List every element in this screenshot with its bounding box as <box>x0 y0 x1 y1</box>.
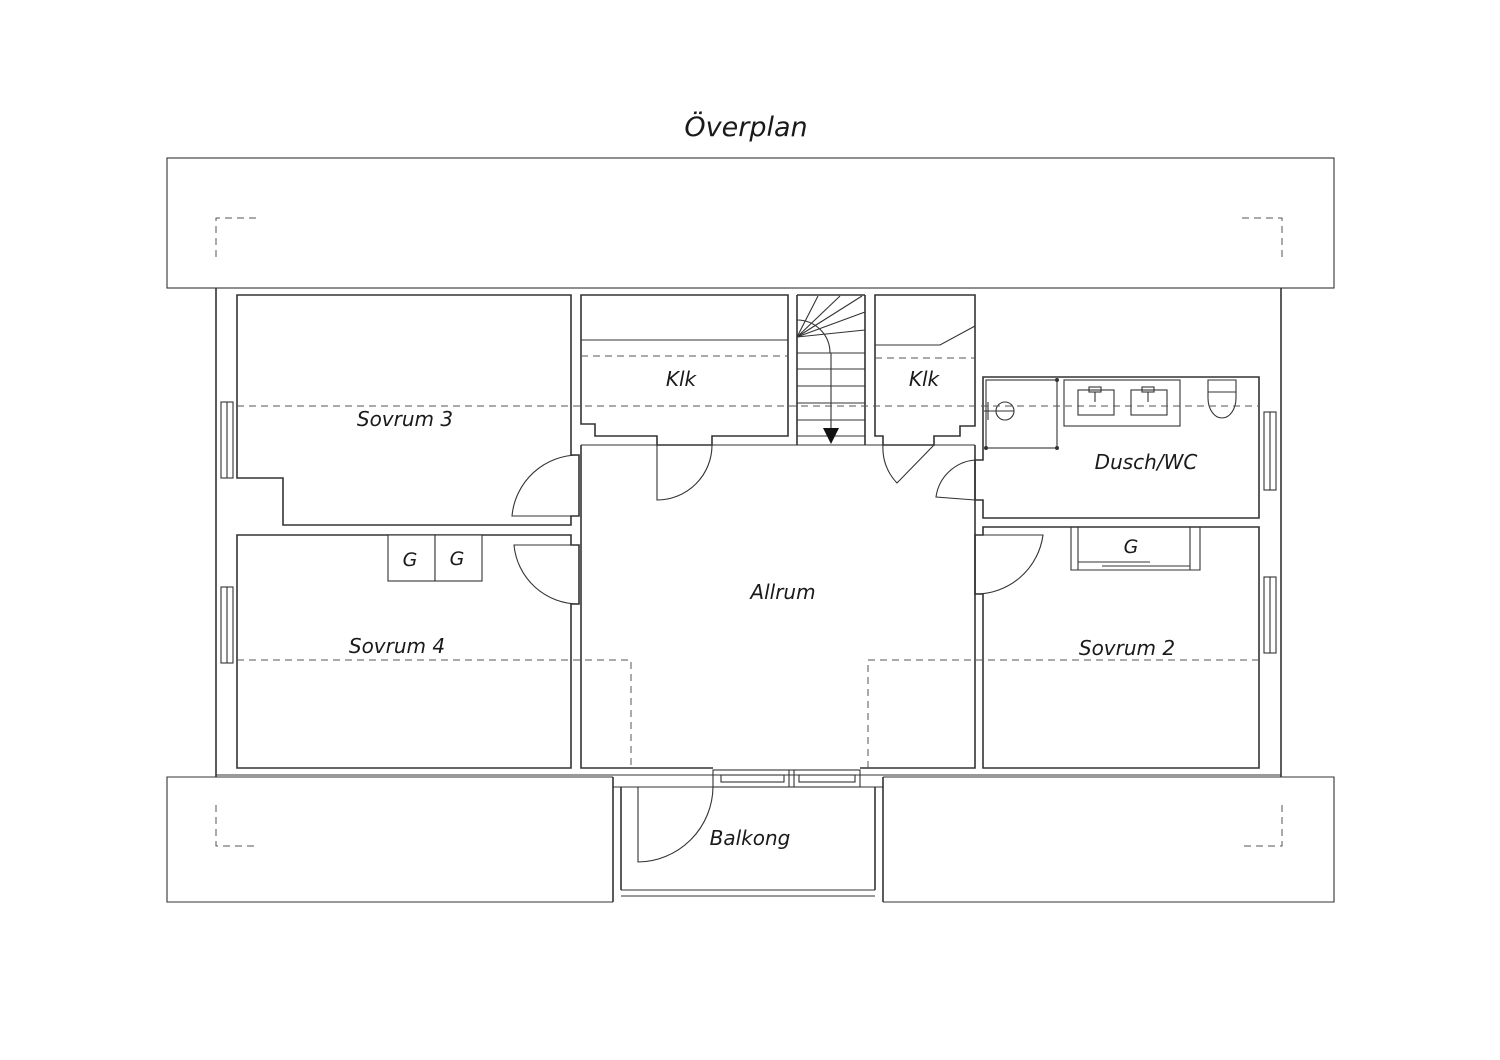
label-sovrum-3: Sovrum 3 <box>357 407 453 431</box>
roof-slope-lines <box>237 355 1259 768</box>
shower-area <box>985 379 1058 449</box>
room-dusch-wc <box>935 376 1260 519</box>
sink-2-icon <box>1130 389 1168 416</box>
roof-bottom <box>166 776 1335 903</box>
staircase <box>796 294 866 446</box>
balcony <box>612 769 884 902</box>
room-sovrum-2 <box>974 526 1260 769</box>
label-wardrobe-g3: G <box>1124 536 1139 558</box>
label-balkong: Balkong <box>710 826 791 850</box>
label-dusch-wc: Dusch/WC <box>1095 450 1198 474</box>
roof-top <box>166 157 1335 289</box>
room-klk-left <box>580 294 789 501</box>
label-sovrum-2: Sovrum 2 <box>1079 636 1175 660</box>
plan-title: Överplan <box>684 111 807 143</box>
outer-walls <box>215 288 1282 777</box>
label-wardrobe-g2: G <box>450 548 465 570</box>
sink-1-icon <box>1077 389 1115 416</box>
sink-counter <box>1063 379 1181 427</box>
room-klk-right <box>874 294 976 484</box>
label-klk-left: Klk <box>666 367 698 391</box>
label-klk-right: Klk <box>909 367 941 391</box>
label-sovrum-4: Sovrum 4 <box>349 634 445 658</box>
balcony-door <box>712 769 861 788</box>
room-sovrum-3 <box>236 294 580 526</box>
wardrobe-g2 <box>434 534 483 582</box>
room-sovrum-4 <box>236 534 580 769</box>
toilet-icon <box>1207 379 1237 419</box>
label-wardrobe-g1: G <box>403 549 418 571</box>
label-allrum: Allrum <box>748 580 815 604</box>
side-windows <box>220 401 1277 664</box>
room-allrum <box>580 444 976 769</box>
wardrobe-g3 <box>1070 527 1201 571</box>
